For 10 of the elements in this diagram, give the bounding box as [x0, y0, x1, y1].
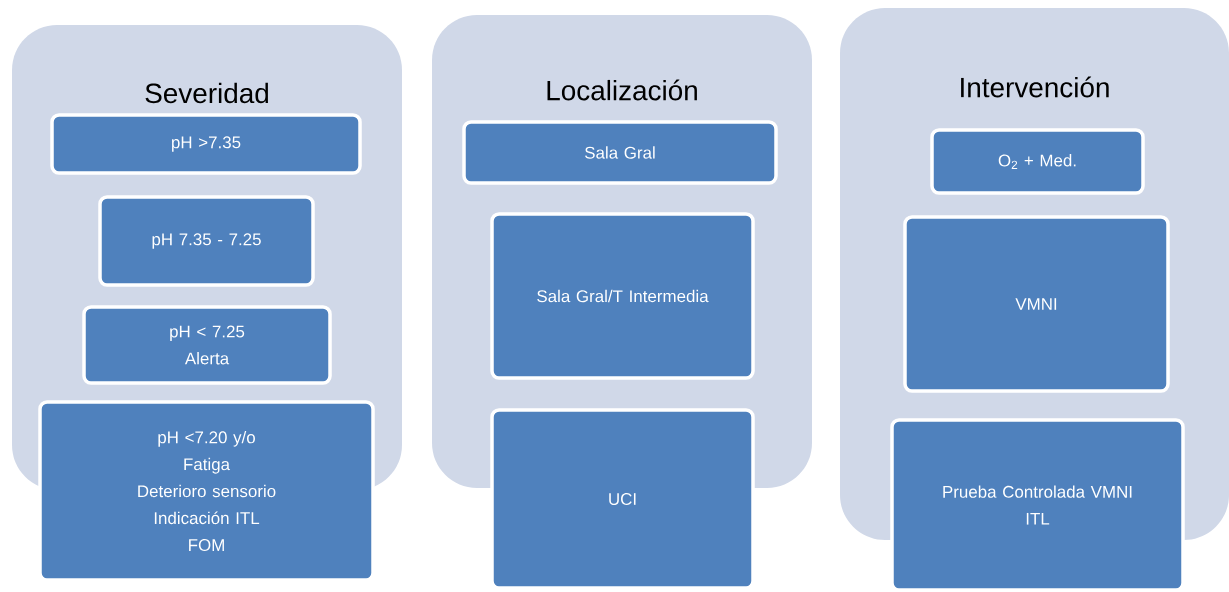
process-box: Sala Gral — [462, 120, 778, 185]
process-box: Sala Gral/T Intermedia — [490, 212, 755, 380]
process-box: pH 7.35 - 7.25 — [98, 195, 315, 287]
process-box: UCI — [490, 408, 755, 590]
process-box: VMNI — [903, 215, 1170, 393]
process-box: Prueba Controlada VMNI ITL — [890, 418, 1185, 592]
process-box: pH < 7.25 Alerta — [82, 305, 332, 385]
process-box: O$_{2}$ + Med. — [930, 128, 1145, 195]
process-box: pH >7.35 — [50, 113, 362, 175]
process-box: pH <7.20 y/o Fatiga Deterioro sensorio Indicación ITL FOM — [38, 400, 375, 582]
